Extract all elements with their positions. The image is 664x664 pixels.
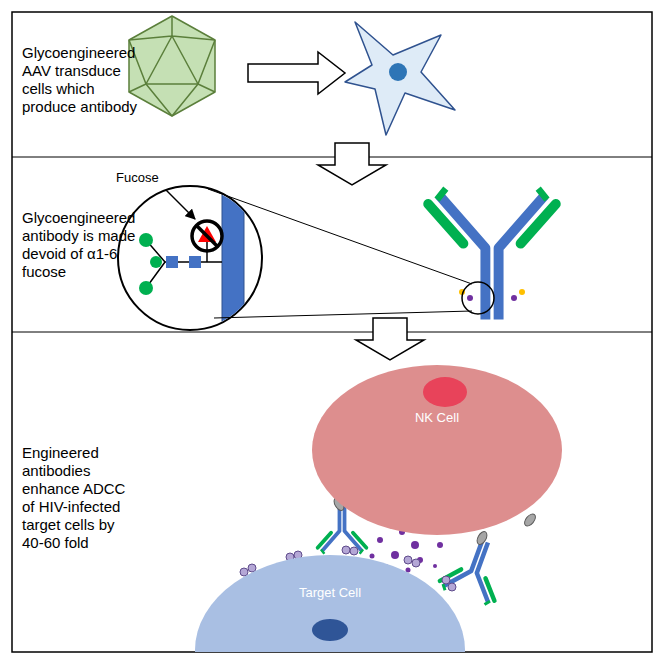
cell-label: NK Cell	[312, 410, 562, 425]
hollow-arrow	[248, 52, 345, 94]
magnifier	[118, 180, 262, 340]
separator	[12, 157, 652, 158]
callout-label: Fucose	[116, 170, 159, 185]
antibody	[428, 189, 556, 320]
nk-cell: NK Cell	[312, 365, 562, 535]
target-cell: Target Cell	[195, 555, 465, 652]
block-arrow	[318, 143, 386, 185]
block-arrow	[356, 318, 424, 360]
cell-outline	[312, 365, 562, 535]
panel-text: Glycoengineered AAV transduce cells whic…	[22, 44, 140, 116]
leader-line	[166, 190, 195, 219]
cell-label: Target Cell	[195, 585, 465, 600]
cell-body	[312, 365, 562, 535]
transduced-cell	[345, 22, 455, 135]
nucleus	[312, 619, 348, 641]
cell-body	[195, 555, 465, 652]
separator	[12, 332, 652, 333]
aav-capsid	[129, 16, 215, 116]
panel-text: Glycoengineered antibody is made devoid …	[22, 209, 140, 281]
panel-text: Engineered antibodies enhance ADCC of HI…	[22, 444, 140, 552]
panel: Glycoengineered antibody is made devoid …	[12, 157, 652, 332]
nucleus	[423, 377, 467, 407]
zoom-line	[214, 311, 472, 318]
panel: Glycoengineered AAV transduce cells whic…	[12, 12, 652, 157]
panel: Engineered antibodies enhance ADCC of HI…	[12, 332, 652, 652]
cell-outline	[195, 555, 465, 652]
